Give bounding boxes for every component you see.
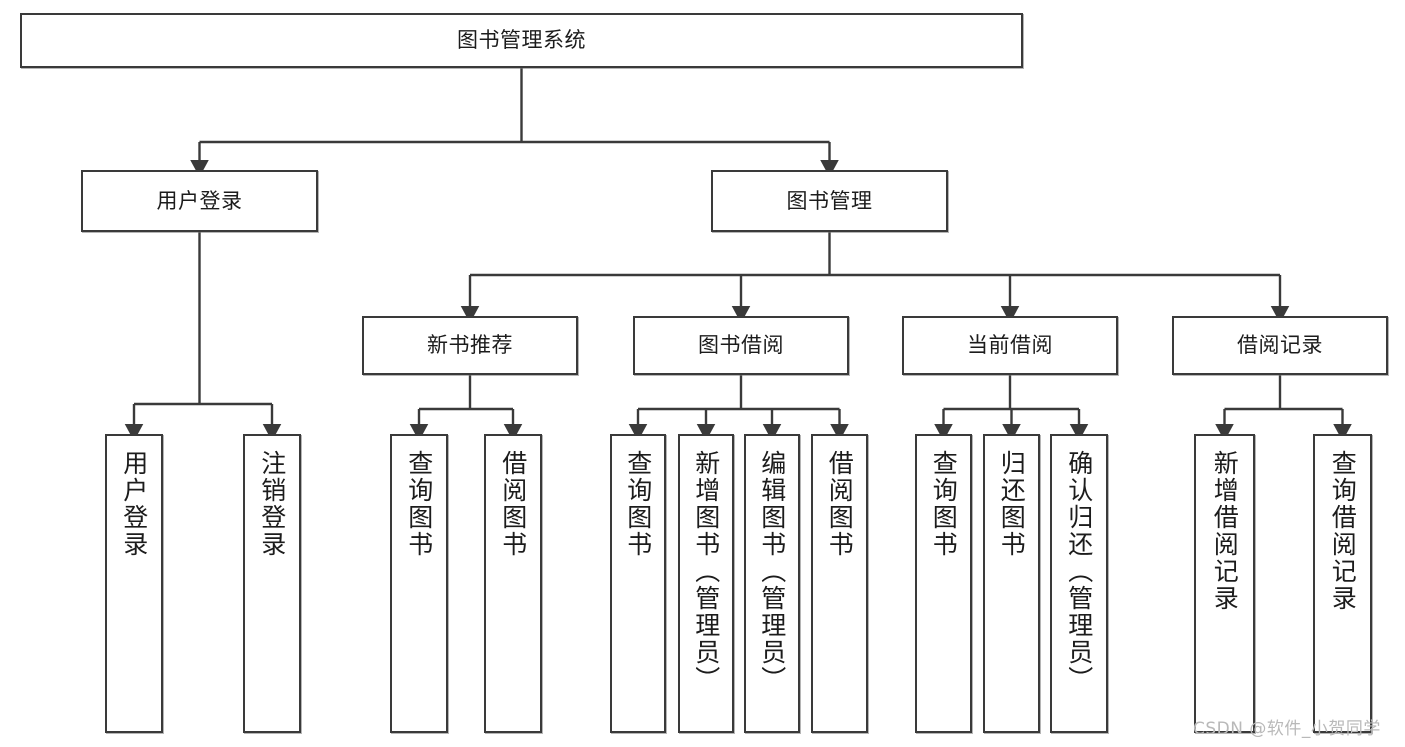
node-n3b: 图书借阅 (633, 316, 849, 375)
node-l4: 借阅图书 (484, 434, 542, 733)
node-root: 图书管理系统 (20, 13, 1023, 68)
node-label: 图书管理系统 (457, 28, 586, 53)
csdn-watermark: CSDN @软件_小贺同学 (1193, 719, 1381, 739)
node-l13: 查询借阅记录 (1313, 434, 1372, 733)
node-label: 借阅图书 (825, 450, 855, 558)
node-label: 查询借阅记录 (1328, 450, 1358, 612)
node-l2: 注销登录 (243, 434, 301, 733)
node-label: 图书管理 (786, 188, 873, 213)
node-label: 注销登录 (257, 450, 287, 558)
node-l7: 编辑图书（管理员） (744, 434, 800, 733)
node-label: 查询图书 (929, 450, 959, 558)
node-label: 新增借阅记录 (1210, 450, 1240, 612)
node-l5: 查询图书 (610, 434, 666, 733)
node-n3a: 新书推荐 (362, 316, 578, 375)
node-label: 查询图书 (404, 450, 434, 558)
node-l11: 确认归还（管理员） (1050, 434, 1108, 733)
node-label: 归还图书 (997, 450, 1027, 558)
node-n2b: 图书管理 (711, 170, 948, 232)
node-label: 查询图书 (623, 450, 653, 558)
node-l12: 新增借阅记录 (1194, 434, 1255, 733)
node-label: 借阅记录 (1237, 333, 1323, 358)
node-l6: 新增图书（管理员） (678, 434, 734, 733)
node-label: 新增图书（管理员） (691, 450, 721, 693)
node-n2a: 用户登录 (81, 170, 318, 232)
node-label: 编辑图书（管理员） (757, 450, 787, 693)
node-label: 确认归还（管理员） (1064, 450, 1094, 693)
node-l1: 用户登录 (105, 434, 163, 733)
node-n3c: 当前借阅 (902, 316, 1118, 375)
node-label: 当前借阅 (967, 333, 1053, 358)
node-label: 借阅图书 (498, 450, 528, 558)
node-label: 新书推荐 (427, 333, 513, 358)
node-n3d: 借阅记录 (1172, 316, 1388, 375)
node-label: 图书借阅 (698, 333, 784, 358)
node-l9: 查询图书 (915, 434, 972, 733)
node-l10: 归还图书 (983, 434, 1040, 733)
node-l8: 借阅图书 (811, 434, 868, 733)
node-label: 用户登录 (119, 450, 149, 558)
node-l3: 查询图书 (390, 434, 448, 733)
node-label: 用户登录 (156, 188, 243, 213)
